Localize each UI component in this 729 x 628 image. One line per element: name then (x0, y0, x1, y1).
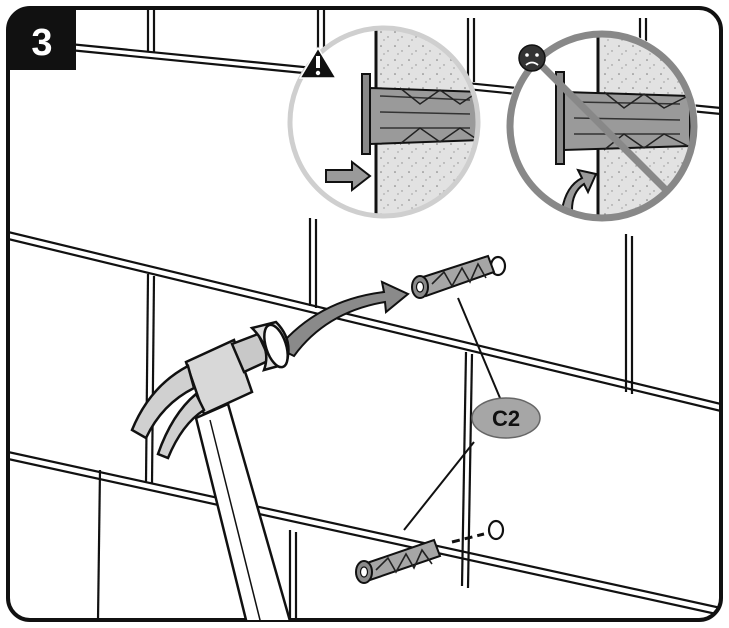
insert-direction-arrow (276, 280, 410, 358)
step-badge: 3 (8, 8, 76, 70)
tile-column-lines (96, 10, 648, 620)
callout-label: C2 (492, 406, 520, 431)
part-callout-c2: C2 (471, 397, 541, 439)
push-arrow-icon (325, 159, 372, 193)
warning-triangle-icon (298, 46, 338, 79)
panel-frame (6, 6, 723, 622)
wall-plug-lower (355, 519, 505, 584)
wall-plug-upper (411, 254, 507, 299)
prohibited-icon (506, 30, 698, 222)
curved-arrow-icon (560, 168, 598, 211)
hammer-icon (130, 320, 294, 620)
sad-face-icon (518, 44, 546, 72)
tile-wall (8, 10, 721, 620)
callout-leaders (403, 297, 501, 531)
step-number: 3 (31, 22, 52, 64)
